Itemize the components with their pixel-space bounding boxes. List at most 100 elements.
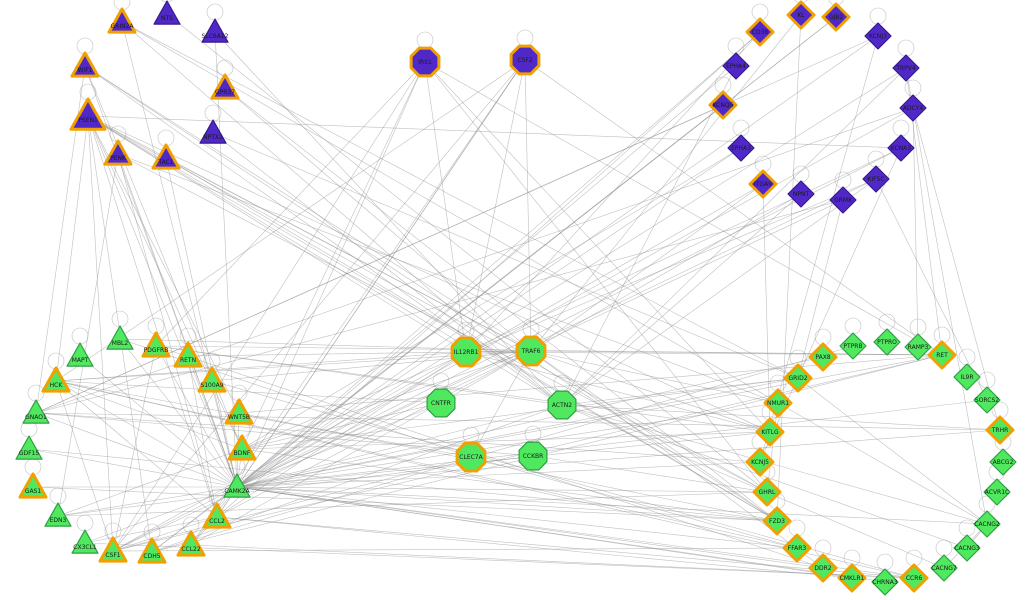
node-NPTX2[interactable] (199, 119, 227, 144)
node-ACVR1C[interactable] (983, 478, 1011, 506)
node-CACNG2[interactable] (973, 510, 1001, 538)
node-GRID2[interactable] (783, 363, 813, 393)
node-EPHA3[interactable] (727, 134, 755, 162)
node-ADCY4[interactable] (899, 94, 927, 122)
node-MBL2[interactable] (106, 325, 134, 350)
node-ITGA9[interactable] (748, 169, 778, 199)
node-MAPT[interactable] (66, 342, 94, 367)
node-KITLG[interactable] (755, 417, 785, 447)
edge-CAMK2A-CSF1 (112, 486, 238, 552)
node-KIF5C[interactable] (862, 165, 890, 193)
edge-KIF5C-CAMK2A (236, 178, 877, 488)
edge-CAMK2A-CX3CL1 (84, 486, 238, 544)
node-GDF15[interactable] (15, 435, 43, 460)
node-CCL2[interactable] (202, 502, 232, 529)
edge-CAMK2A-GNAO1 (35, 412, 238, 488)
node-WIF1[interactable] (70, 51, 100, 78)
node-CCL22[interactable] (176, 530, 206, 557)
node-CLEC7A[interactable] (455, 441, 487, 473)
node-WNT5B[interactable] (224, 398, 254, 425)
node-TRHR[interactable] (985, 415, 1015, 445)
node-CACNG3[interactable] (953, 534, 981, 562)
node-EPHA4[interactable] (722, 52, 750, 80)
node-PTPRB[interactable] (839, 332, 867, 360)
edge-CDH5-PTPRB (151, 345, 854, 553)
node-CX3CL1[interactable] (71, 529, 99, 554)
edge-KL-TRAF6 (530, 14, 802, 352)
edge-CSF2-IL12RB1 (465, 59, 526, 353)
node-CHRNA3[interactable] (871, 568, 899, 596)
node-KCNQ5[interactable] (708, 90, 738, 120)
node-TAC1[interactable] (151, 143, 181, 170)
edge-CAMK2A-RETN (187, 355, 238, 488)
self-loop-CACNG7 (935, 539, 953, 557)
node-CACNG7[interactable] (930, 554, 958, 582)
node-CMKLR1[interactable] (837, 563, 867, 593)
node-CSF2[interactable] (509, 44, 541, 76)
node-GRIN2A[interactable] (107, 7, 137, 34)
node-KCNJ5[interactable] (745, 447, 775, 477)
node-NMUR1[interactable] (763, 388, 793, 418)
node-S100A9[interactable] (197, 366, 227, 393)
edge-PSEN1-HCK (55, 115, 89, 382)
node-RETN[interactable] (173, 341, 203, 368)
node-SLC6A12[interactable] (201, 18, 229, 43)
node-ABCG2[interactable] (989, 448, 1017, 476)
node-CDH5[interactable] (137, 537, 167, 564)
edge-CCL2-CCR6 (216, 516, 915, 579)
node-RAMP3[interactable] (904, 333, 932, 361)
node-ACTN2[interactable] (547, 390, 577, 420)
edge-CAMK2A-RET (236, 354, 943, 488)
edge-ADCY4-TRHR (912, 107, 1001, 431)
node-IRS1[interactable] (409, 46, 441, 78)
node-KCNA3[interactable] (887, 134, 915, 162)
node-KCNJ3[interactable] (864, 22, 892, 50)
node-EDN3[interactable] (44, 502, 72, 527)
node-IL12RB1[interactable] (450, 336, 482, 368)
node-FFAR3[interactable] (782, 533, 812, 563)
node-NTS[interactable] (153, 0, 181, 25)
node-FZD3[interactable] (762, 506, 792, 536)
node-RET[interactable] (927, 340, 957, 370)
node-TRAF6[interactable] (515, 335, 547, 367)
node-CD38[interactable] (745, 17, 775, 47)
node-BDNF[interactable] (227, 434, 257, 461)
node-GPR37[interactable] (210, 73, 240, 100)
node-CAMK2A[interactable] (223, 473, 251, 498)
edge-BDNF-GRID2 (241, 377, 799, 450)
node-PDGFRB[interactable] (141, 331, 171, 358)
edge-CAMK2A-S100A9 (211, 380, 238, 488)
node-GRM8[interactable] (829, 186, 857, 214)
edge-ITGA9-CAMK2A (236, 183, 764, 488)
node-HCK[interactable] (41, 366, 71, 393)
node-CSF1[interactable] (98, 536, 128, 563)
node-SORCS2[interactable] (973, 386, 1001, 414)
node-GHRL[interactable] (752, 477, 782, 507)
node-PAX8[interactable] (808, 342, 838, 372)
node-PSEN1[interactable] (69, 97, 107, 131)
node-GJB2[interactable] (821, 2, 851, 32)
node-layer (15, 0, 1017, 596)
node-PENK[interactable] (103, 139, 133, 166)
node-TRPV4[interactable] (892, 54, 920, 82)
node-CCR6[interactable] (899, 563, 929, 593)
edge-CSF2-HCK (55, 59, 526, 382)
node-CCKBR[interactable] (518, 441, 548, 471)
edge-WNT5B-FZD3 (238, 412, 778, 522)
edge-KL-FZD3 (776, 14, 802, 522)
self-loop-GNAO1 (27, 384, 45, 402)
node-GAS1[interactable] (18, 472, 48, 499)
node-GNAO1[interactable] (22, 399, 50, 424)
edge-CLEC7A-CSF1 (112, 456, 472, 552)
edge-WIF1-ACTN2 (84, 65, 563, 406)
node-PTPRO[interactable] (873, 328, 901, 356)
node-DDR2[interactable] (808, 553, 838, 583)
node-NPNT[interactable] (787, 180, 815, 208)
node-CNTFR[interactable] (426, 388, 456, 418)
self-loop-MBL2 (111, 310, 129, 328)
self-loop-TRPV4 (897, 39, 915, 57)
node-IL9R[interactable] (953, 363, 981, 391)
node-KL[interactable] (786, 0, 816, 30)
self-loop-KCNJ3 (869, 7, 887, 25)
